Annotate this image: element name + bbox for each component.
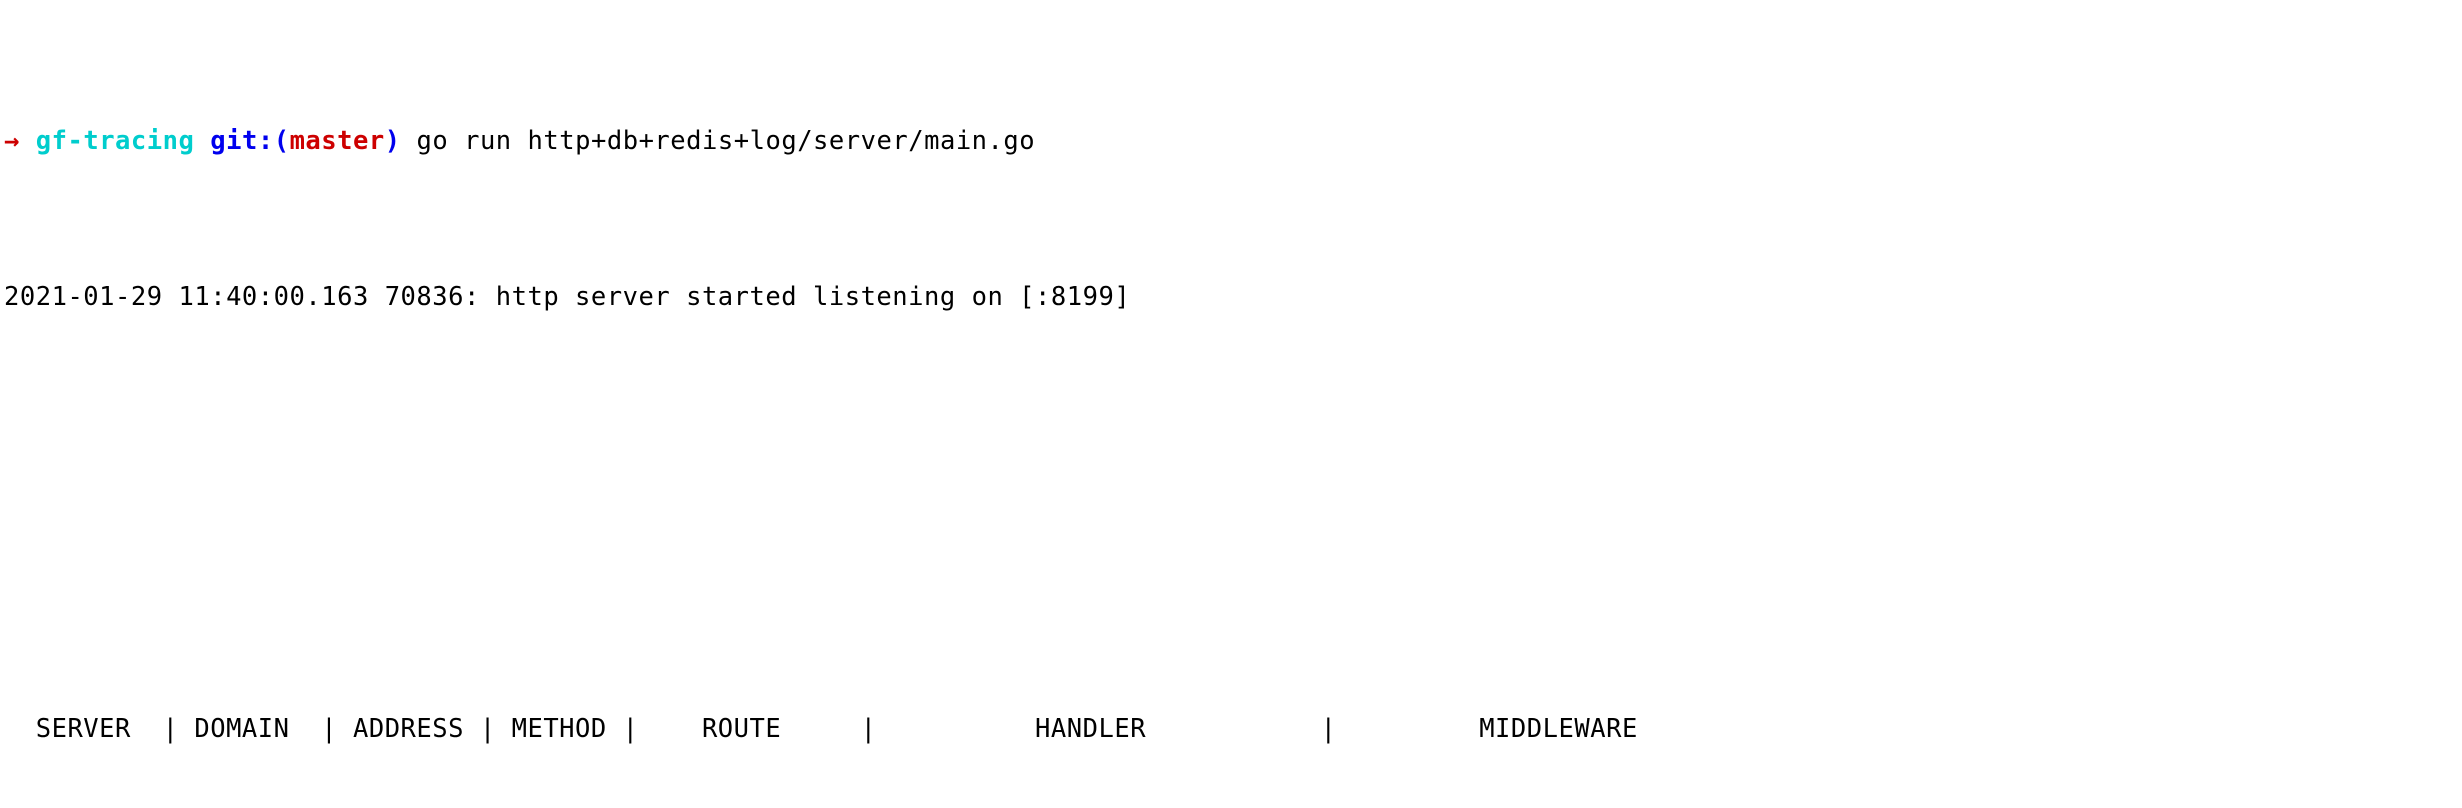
- prompt-space-1: [20, 126, 36, 156]
- route-table-header: SERVER | DOMAIN | ADDRESS | METHOD | ROU…: [4, 713, 1797, 744]
- spacer-2: [4, 553, 2462, 592]
- prompt-space-2: [194, 126, 210, 156]
- prompt-git-prefix: git:(: [210, 125, 290, 156]
- prompt-arrow-icon: →: [4, 125, 20, 156]
- prompt-line: → gf-tracing git:(master) go run http+db…: [4, 122, 2462, 161]
- prompt-command: go run http+db+redis+log/server/main.go: [416, 125, 1036, 156]
- prompt-git-suffix: ): [384, 125, 401, 156]
- spacer-1: [4, 435, 2462, 474]
- prompt-repo-name: gf-tracing: [35, 125, 195, 156]
- server-startup-line: 2021-01-29 11:40:00.163 70836: http serv…: [4, 282, 1131, 313]
- prompt-space-3: [401, 126, 417, 156]
- prompt-git-branch: master: [289, 125, 385, 156]
